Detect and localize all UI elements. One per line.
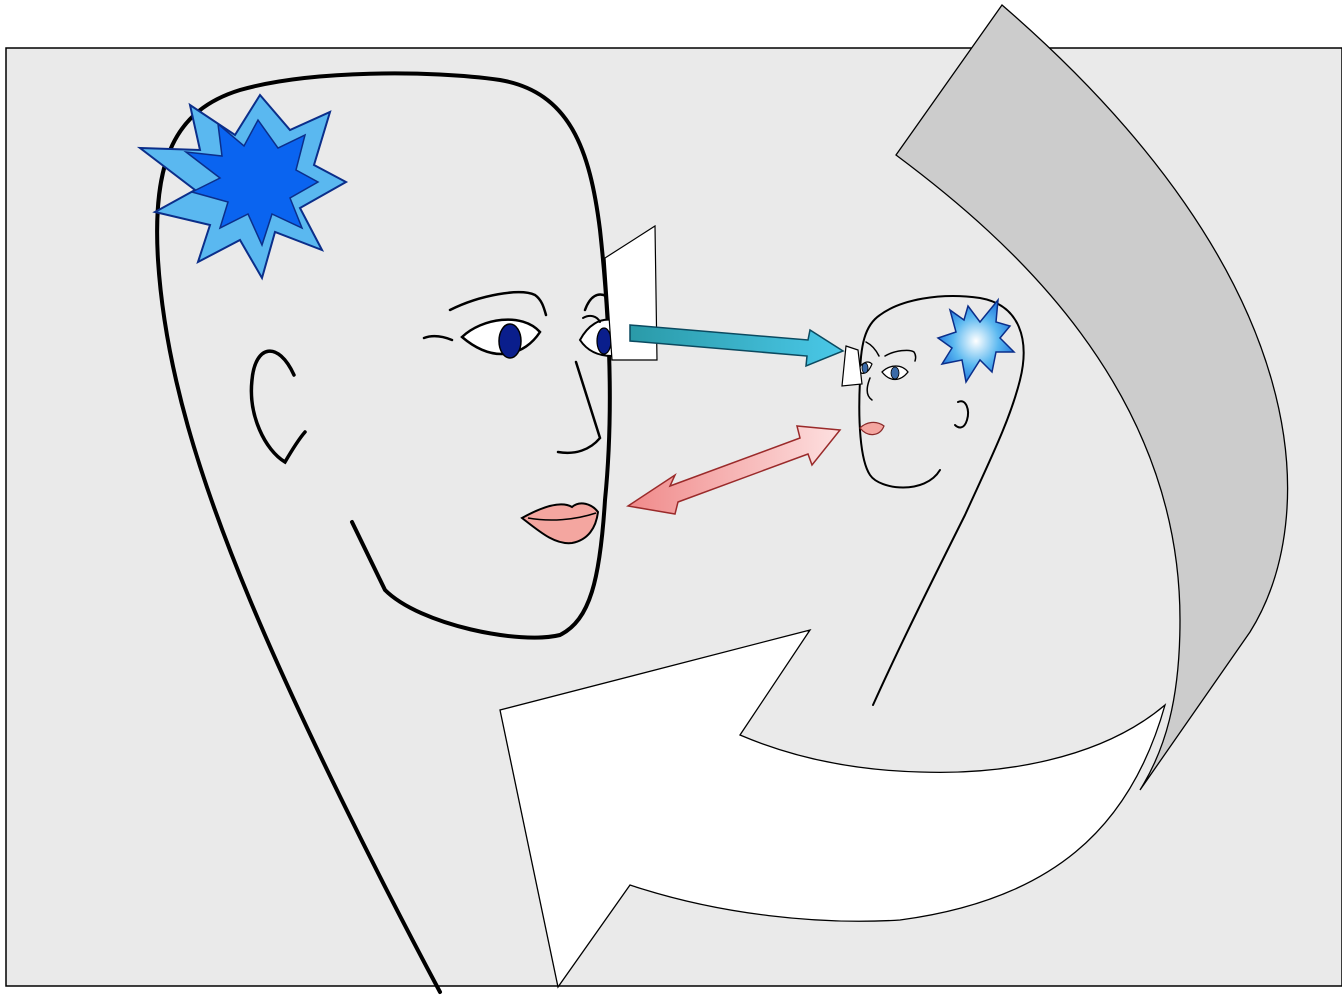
small-head-eye-right-iris xyxy=(891,367,899,379)
small-head-eye-left-iris xyxy=(862,363,868,373)
large-head-eye-right-iris xyxy=(597,328,611,354)
large-head-eye-left-iris xyxy=(499,324,521,358)
